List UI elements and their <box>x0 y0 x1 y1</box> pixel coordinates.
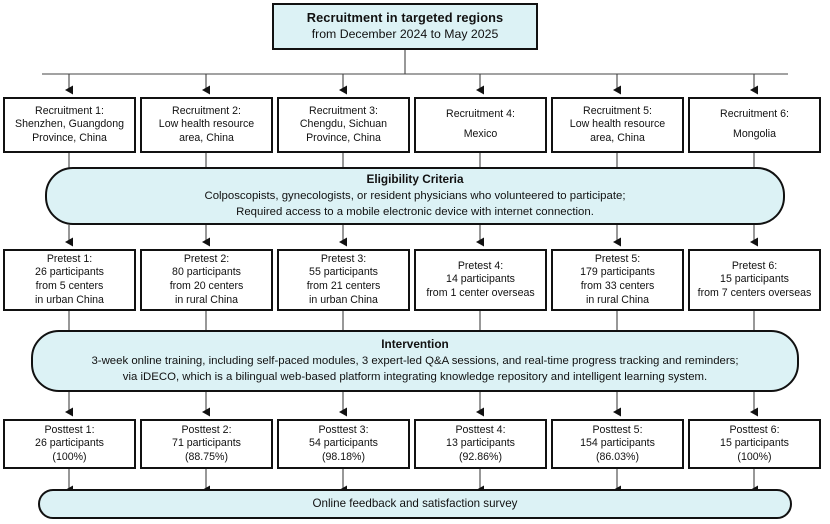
pretest-5-line3: from 33 centers <box>580 280 655 292</box>
recruitment-6-line2: Mongolia <box>733 128 776 140</box>
pretest-5-line2: 179 participants <box>580 266 655 279</box>
node-pretest-3[interactable]: Pretest 3: 55 participants from 21 cente… <box>277 249 410 311</box>
node-posttest-3[interactable]: Posttest 3: 54 participants (98.18%) <box>277 419 410 469</box>
posttest-5-line2: 154 participants <box>580 437 655 450</box>
pretest-3-line4: in urban China <box>309 293 378 306</box>
recruitment-5-line2: Low health resource <box>569 118 666 131</box>
recruitment-2-head: Recruitment 2: <box>172 104 241 117</box>
pretest-1-head: Pretest 1: <box>46 252 93 265</box>
recruitment-4-head: Recruitment 4: <box>446 108 515 121</box>
node-recruitment-1[interactable]: Recruitment 1: Shenzhen, Guangdong Provi… <box>3 97 136 153</box>
pretest-1-line3: from 5 centers <box>35 280 104 292</box>
recruitment-1-head: Recruitment 1: <box>35 104 104 117</box>
posttest-1-head: Posttest 1: <box>44 423 95 436</box>
pretest-6-line3: from 7 centers overseas <box>697 286 812 299</box>
posttest-2-line3: (88.75%) <box>185 450 228 463</box>
pretest-3-line2: 55 participants <box>309 266 378 279</box>
posttest-3-head: Posttest 3: <box>318 423 369 436</box>
eligibility-title: Eligibility Criteria <box>366 172 464 187</box>
survey-label: Online feedback and satisfaction survey <box>312 496 518 510</box>
posttest-4-line2: 13 participants <box>446 437 515 450</box>
intervention-title: Intervention <box>381 337 449 352</box>
posttest-4-head: Posttest 4: <box>455 423 506 436</box>
recruitment-header-title: Recruitment in targeted regions <box>306 10 504 26</box>
pretest-5-head: Pretest 5: <box>594 252 641 265</box>
recruitment-3-head: Recruitment 3: <box>309 104 378 117</box>
recruitment-6-head: Recruitment 6: <box>720 108 789 121</box>
pretest-5-line4: in rural China <box>585 293 649 306</box>
recruitment-2-line2: Low health resource <box>158 118 255 131</box>
node-posttest-2[interactable]: Posttest 2: 71 participants (88.75%) <box>140 419 273 469</box>
posttest-1-line2: 26 participants <box>35 437 104 450</box>
pretest-4-line2: 14 participants <box>446 273 515 286</box>
pretest-1-line2: 26 participants <box>35 266 104 279</box>
posttest-6-head: Posttest 6: <box>729 423 780 436</box>
node-posttest-1[interactable]: Posttest 1: 26 participants (100%) <box>3 419 136 469</box>
pretest-3-line3: from 21 centers <box>306 280 381 292</box>
recruitment-5-head: Recruitment 5: <box>583 104 652 117</box>
recruitment-2-line3: area, China <box>179 131 234 144</box>
intervention-line-2: via iDECO, which is a bilingual web-base… <box>122 371 708 384</box>
recruitment-1-line2: Shenzhen, Guangdong <box>15 118 124 131</box>
posttest-2-line2: 71 participants <box>172 437 241 450</box>
node-recruitment-3[interactable]: Recruitment 3: Chengdu, Sichuan Province… <box>277 97 410 153</box>
node-pretest-1[interactable]: Pretest 1: 26 participants from 5 center… <box>3 249 136 311</box>
recruitment-3-line2: Chengdu, Sichuan <box>299 118 388 131</box>
node-intervention[interactable]: Intervention 3-week online training, inc… <box>31 330 799 392</box>
intervention-line-1: 3-week online training, including self-p… <box>91 355 739 368</box>
recruitment-1-line3: Province, China <box>32 131 107 144</box>
node-posttest-4[interactable]: Posttest 4: 13 participants (92.86%) <box>414 419 547 469</box>
recruitment-header-subtitle: from December 2024 to May 2025 <box>311 26 499 41</box>
pretest-4-head: Pretest 4: <box>457 259 504 272</box>
pretest-1-line4: in urban China <box>35 293 104 306</box>
pretest-6-head: Pretest 6: <box>731 259 778 272</box>
posttest-6-line3: (100%) <box>737 450 772 463</box>
node-recruitment-header[interactable]: Recruitment in targeted regions from Dec… <box>272 3 538 50</box>
node-pretest-6[interactable]: Pretest 6: 15 participants from 7 center… <box>688 249 821 311</box>
pretest-4-line3: from 1 center overseas <box>426 286 535 299</box>
node-eligibility-criteria[interactable]: Eligibility Criteria Colposcopists, gyne… <box>45 167 785 225</box>
node-recruitment-5[interactable]: Recruitment 5: Low health resource area,… <box>551 97 684 153</box>
pretest-2-line2: 80 participants <box>172 266 241 279</box>
posttest-4-line3: (92.86%) <box>459 450 502 463</box>
eligibility-line-2: Required access to a mobile electronic d… <box>236 206 594 219</box>
pretest-2-line4: in rural China <box>174 293 238 306</box>
pretest-2-head: Pretest 2: <box>183 252 230 265</box>
posttest-2-head: Posttest 2: <box>181 423 232 436</box>
posttest-5-line3: (86.03%) <box>596 450 639 463</box>
node-recruitment-4[interactable]: Recruitment 4: Mexico <box>414 97 547 153</box>
node-recruitment-6[interactable]: Recruitment 6: Mongolia <box>688 97 821 153</box>
node-pretest-5[interactable]: Pretest 5: 179 participants from 33 cent… <box>551 249 684 311</box>
recruitment-3-line3: Province, China <box>306 131 381 144</box>
node-survey[interactable]: Online feedback and satisfaction survey <box>38 489 792 519</box>
pretest-6-line2: 15 participants <box>720 273 789 286</box>
posttest-3-line2: 54 participants <box>309 437 378 450</box>
posttest-3-line3: (98.18%) <box>322 450 365 463</box>
node-recruitment-2[interactable]: Recruitment 2: Low health resource area,… <box>140 97 273 153</box>
posttest-1-line3: (100%) <box>52 450 87 463</box>
pretest-2-line3: from 20 centers <box>169 280 244 292</box>
node-pretest-2[interactable]: Pretest 2: 80 participants from 20 cente… <box>140 249 273 311</box>
recruitment-4-line2: Mexico <box>463 128 498 140</box>
node-posttest-6[interactable]: Posttest 6: 15 participants (100%) <box>688 419 821 469</box>
node-pretest-4[interactable]: Pretest 4: 14 participants from 1 center… <box>414 249 547 311</box>
node-posttest-5[interactable]: Posttest 5: 154 participants (86.03%) <box>551 419 684 469</box>
posttest-6-line2: 15 participants <box>720 437 789 450</box>
eligibility-line-1: Colposcopists, gynecologists, or residen… <box>204 190 626 203</box>
recruitment-5-line3: area, China <box>590 131 645 144</box>
pretest-3-head: Pretest 3: <box>320 252 367 265</box>
posttest-5-head: Posttest 5: <box>592 423 643 436</box>
